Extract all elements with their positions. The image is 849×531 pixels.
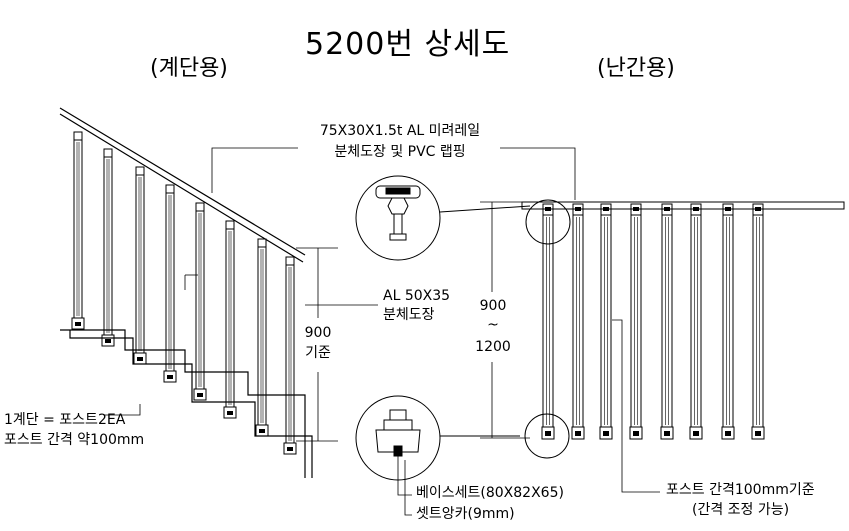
post-spec-line1: AL 50X35: [383, 288, 451, 304]
handrail-callout: [355, 175, 571, 261]
stair-handrail: [59, 107, 306, 263]
rail-height-bottom: 1200: [475, 339, 511, 355]
page-title: 5200번 상세도: [305, 27, 511, 62]
post-gap-note-line1: 포스트 간격100mm기준: [666, 482, 815, 498]
railing-handrail: [521, 201, 845, 210]
stair-note-line2: 포스트 간격 약100mm: [4, 432, 145, 448]
base-spec-line2: 셋트앙카(9mm): [416, 506, 515, 522]
stair-steps: [60, 329, 313, 478]
stair-posts: [71, 131, 177, 383]
handrail-spec-leader: [211, 147, 576, 200]
handrail-spec-line1: 75X30X1.5t AL 미려레일: [319, 123, 481, 139]
base-callout: [355, 395, 570, 481]
post-gap-note-line2: (간격 조정 가능): [692, 502, 790, 518]
stair-note-line1: 1계단 = 포스트2EA: [4, 412, 126, 428]
railing-posts: [541, 203, 765, 440]
rail-height-sep: ~: [487, 317, 499, 333]
post-spec-line2: 분체도장: [383, 307, 435, 323]
stair-height-unit: 기준: [305, 345, 331, 361]
base-spec-line1: 베이스세트(80X82X65): [416, 485, 564, 501]
rail-height-top: 900: [479, 298, 507, 314]
stair-height-value: 900: [304, 325, 332, 341]
stair-section-label: (계단용): [150, 56, 228, 81]
handrail-spec-line2: 분체도장 및 PVC 랩핑: [334, 144, 466, 160]
rail-height-dimension: [480, 201, 530, 439]
rail-section-label: (난간용): [597, 56, 675, 81]
post-gap-leader: [612, 319, 660, 493]
stair-note-leader: [105, 404, 141, 416]
base-spec-leader: [397, 452, 412, 516]
stair-height-dimension: [296, 247, 338, 442]
